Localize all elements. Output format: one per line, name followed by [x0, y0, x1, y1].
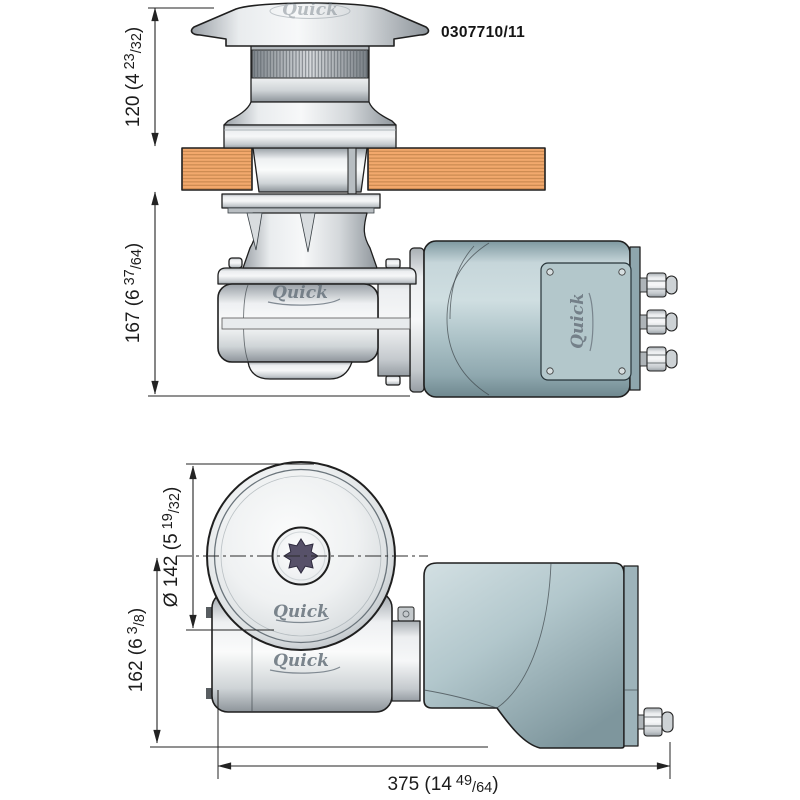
dim-label-142: Ø 142 (519/32) [160, 487, 183, 608]
dimension-drum-diameter: Ø 142 (519/32) [160, 463, 314, 631]
side-motor-assembly: Quick [409, 240, 678, 398]
motor-panel-logo: Quick [568, 292, 594, 352]
panel-screw [618, 268, 626, 276]
neck-gusset-left [246, 212, 263, 251]
motor-plan-contour [496, 562, 552, 709]
cap-top-logo: Quick [269, 0, 351, 20]
dim-label-120: 120 (423/32) [122, 27, 145, 128]
gearbox-plan-logo: Quick [269, 651, 341, 674]
plan-coupling [391, 606, 421, 702]
gearbox-groove [221, 317, 411, 330]
cable-gland-3 [639, 346, 678, 372]
drum-plan-logo: Quick [273, 602, 330, 624]
panel-screw [546, 367, 554, 375]
cable-gland-1 [639, 272, 678, 298]
svg-text:Quick: Quick [272, 283, 328, 303]
panel-screw [546, 268, 554, 276]
motor-plan-body [423, 562, 625, 749]
dim-label-162: 162 (63/8) [125, 608, 148, 692]
motor-bell-contour [446, 242, 490, 396]
dim-label-167: 167 (637/64) [122, 243, 145, 344]
motor-plan-contour-2 [423, 689, 498, 709]
deck-flange [221, 193, 381, 209]
dimension-height-above-deck: 120 (423/32) [122, 7, 214, 147]
svg-text:Quick: Quick [273, 602, 329, 622]
svg-text:Quick: Quick [568, 293, 588, 349]
coupling-bolt-center [402, 610, 410, 618]
gearbox-skid [247, 361, 353, 380]
motor-terminal-panel [540, 262, 632, 381]
deck-grain-right [369, 150, 544, 189]
svg-text:Quick: Quick [282, 0, 338, 20]
star-socket [283, 538, 319, 574]
motor-bell-contour-2 [449, 245, 475, 320]
svg-text:Quick: Quick [273, 651, 329, 671]
cable-gland-2 [639, 309, 678, 335]
drum-base-ring [223, 124, 397, 149]
gearbox-logo: Quick [267, 283, 341, 306]
dimensions: 120 (423/32) 167 (637/64) Ø 142 (519/32) [122, 7, 671, 796]
part-number: 0307710/11 [441, 24, 525, 41]
neck-gusset-right [299, 212, 316, 253]
adapter-bolt-top [385, 258, 401, 269]
side-capstan: Quick [181, 0, 546, 269]
adapter-bolt-bottom [385, 375, 401, 386]
plan-motor [423, 562, 674, 749]
gearbox-top-plate [217, 267, 417, 285]
side-gearbox: Quick [217, 257, 417, 386]
gearbox-bolt-left [228, 257, 243, 269]
deck-grain-left [183, 150, 251, 189]
motor-plan-end-strip [623, 565, 639, 747]
plan-cable-gland [637, 707, 674, 737]
capstan-top-cap [190, 2, 430, 47]
plan-drum: Quick [206, 461, 396, 651]
coupling-plan-body [391, 620, 421, 702]
panel-screw [618, 367, 626, 375]
dimension-centerline-to-bottom: 162 (63/8) [125, 557, 488, 748]
deck [181, 147, 546, 191]
dimension-height-below-deck: 167 (637/64) [122, 191, 410, 397]
gearbox-nub-top [206, 607, 212, 618]
drum-bell-flare [223, 101, 397, 126]
top-view: Quick [176, 461, 674, 749]
drum-knurl-band [251, 49, 369, 79]
flange-lip [227, 207, 375, 214]
coupling-bolt [397, 606, 415, 622]
side-view: Quick [181, 0, 678, 398]
gearbox-nub-bottom [206, 688, 212, 699]
